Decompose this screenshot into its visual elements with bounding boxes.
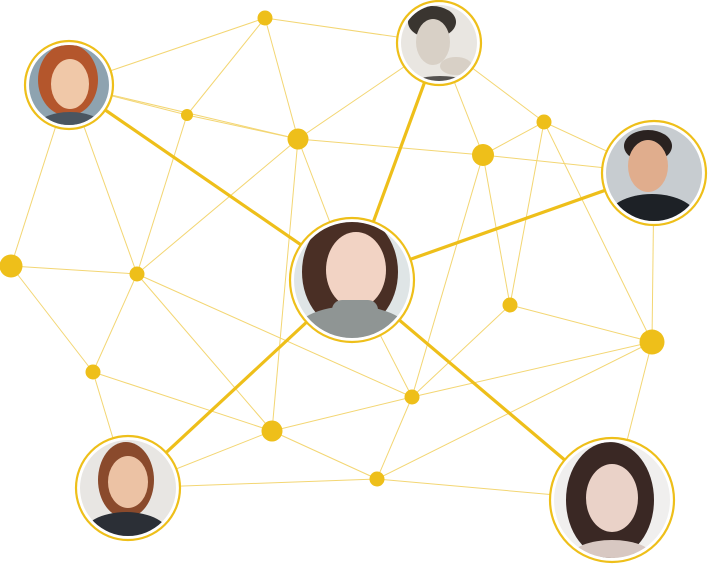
network-nodes — [0, 10, 665, 487]
connection-line — [411, 154, 484, 398]
red-haired-woman-portrait-icon — [29, 45, 109, 125]
avatar-center[interactable] — [288, 214, 416, 366]
woman-dark-blazer-portrait-icon — [80, 440, 176, 536]
connection-line — [297, 138, 484, 156]
network-node-dot — [472, 144, 494, 166]
dark-haired-woman-portrait-icon — [554, 442, 670, 558]
network-node-dot — [502, 297, 518, 313]
connection-line — [136, 273, 413, 398]
network-node-dot — [181, 109, 193, 121]
avatar-top-left[interactable] — [23, 39, 115, 144]
connection-line — [376, 341, 653, 480]
connection-line — [92, 371, 273, 432]
connection-line — [411, 341, 653, 398]
connection-line — [376, 396, 413, 480]
smiling-man-black-shirt-portrait-icon — [606, 125, 702, 221]
connection-line — [136, 138, 299, 275]
connection-line — [186, 114, 299, 140]
connection-line — [10, 265, 138, 275]
connection-line — [509, 304, 653, 343]
connection-line — [10, 265, 94, 373]
connection-line — [482, 121, 545, 156]
connection-line — [271, 396, 413, 432]
connection-line — [411, 304, 511, 398]
man-hand-on-chin-portrait-icon — [401, 5, 477, 81]
connection-line — [92, 273, 138, 373]
network-node-dot — [369, 471, 385, 487]
network-node-dot — [287, 128, 309, 150]
connection-line — [264, 17, 299, 140]
network-node-dot — [261, 420, 283, 442]
network-node-dot — [536, 114, 552, 130]
network-node-dot — [257, 10, 273, 26]
woman-grey-turtleneck-portrait-icon — [294, 222, 410, 338]
connection-line — [186, 17, 266, 116]
avatar-bottom-left[interactable] — [74, 434, 182, 560]
network-node-dot — [639, 329, 665, 355]
connection-line — [271, 430, 378, 480]
network-node-dot — [404, 389, 420, 405]
network-node-dot — [129, 266, 145, 282]
connection-line — [136, 114, 188, 275]
connection-line — [543, 121, 653, 343]
avatar-bottom-right[interactable] — [548, 436, 676, 566]
network-node-dot — [0, 254, 23, 278]
avatar-right[interactable] — [600, 119, 708, 246]
connection-line — [271, 138, 299, 432]
avatar-top[interactable] — [395, 0, 483, 100]
connection-line — [136, 273, 273, 432]
connection-line — [509, 121, 545, 306]
network-node-dot — [85, 364, 101, 380]
